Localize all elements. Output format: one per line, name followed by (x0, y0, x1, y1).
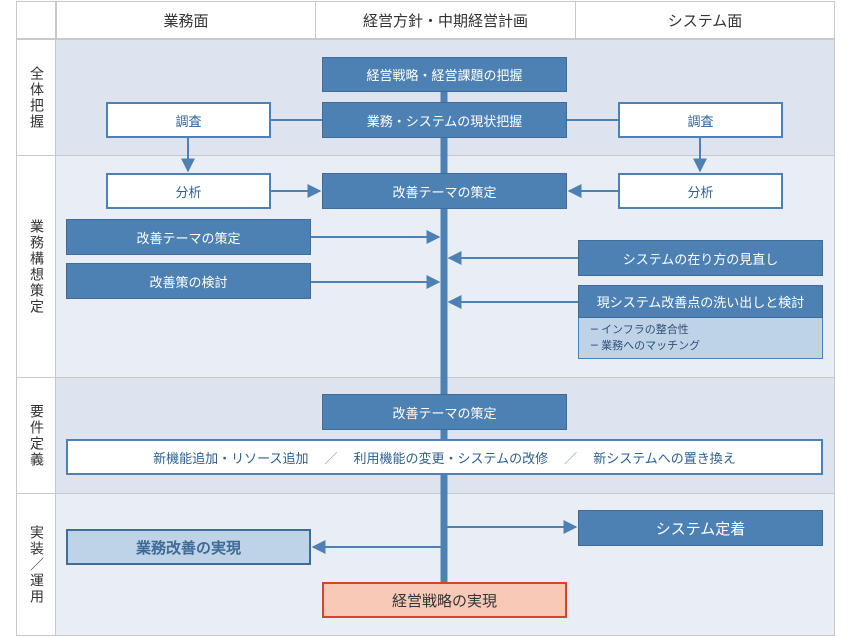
option-new-features: 新機能追加・リソース追加 (153, 451, 309, 467)
system-adoption-box: システム定着 (578, 510, 823, 546)
strategy-realization-box: 経営戦略の実現 (322, 582, 567, 618)
requirements-options-box: 新機能追加・リソース追加 ／ 利用機能の変更・システムの改修 ／ 新システムへの… (66, 439, 823, 475)
infra-consistency-item: ─ インフラの整合性 (591, 323, 689, 336)
system-ideal-box: システムの在り方の見直し (578, 240, 823, 276)
option-separator-2: ／ (564, 451, 578, 467)
option-separator-1: ／ (324, 451, 338, 467)
row-label-overview: 全体把握 (16, 39, 56, 156)
system-points-details: ─ インフラの整合性 ─ 業務へのマッチング (578, 318, 823, 359)
business-improvement-box: 業務改善の実現 (66, 529, 311, 565)
strategy-issues-box: 経営戦略・経営課題の把握 (322, 57, 567, 92)
survey-right-box: 調査 (618, 102, 783, 138)
row-label-concept: 業務構想策定 (16, 155, 56, 378)
current-state-box: 業務・システムの現状把握 (322, 102, 567, 138)
analysis-left-box: 分析 (106, 173, 271, 209)
business-matching-item: ─ 業務へのマッチング (591, 339, 701, 352)
option-replace-system: 新システムへの置き換え (593, 451, 736, 467)
current-system-points-box: 現システム改善点の洗い出しと検討 (578, 285, 823, 318)
row-label-requirements: 要件定義 (16, 377, 56, 494)
theme-center-box: 改善テーマの策定 (322, 173, 567, 209)
header-business: 業務面 (56, 1, 316, 39)
measures-left-box: 改善策の検討 (66, 263, 311, 299)
theme-left-box: 改善テーマの策定 (66, 219, 311, 255)
theme-requirements-box: 改善テーマの策定 (322, 394, 567, 430)
row-label-implementation: 実装／運用 (16, 493, 56, 636)
survey-left-box: 調査 (106, 102, 271, 138)
corner-cell (16, 1, 56, 39)
option-modify-system: 利用機能の変更・システムの改修 (353, 451, 549, 467)
analysis-right-box: 分析 (618, 173, 783, 209)
header-system: システム面 (575, 1, 835, 39)
